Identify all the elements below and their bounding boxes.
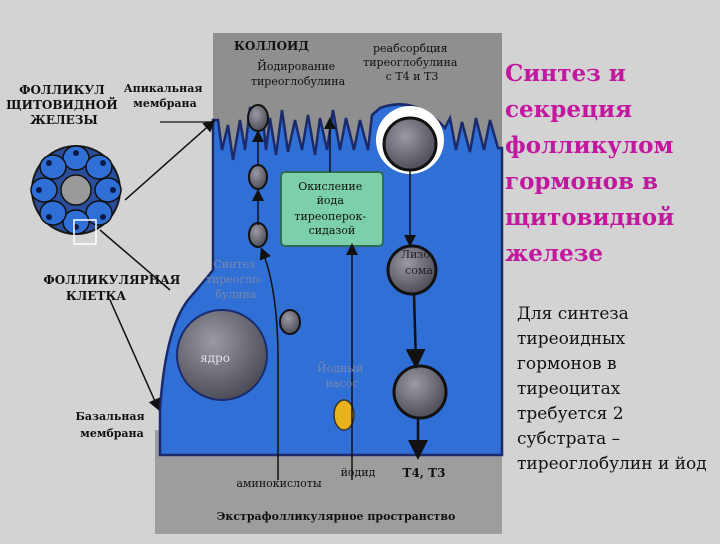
label-follicular-cell: ФОЛЛИКУЛЯРНАЯ КЛЕТКА: [43, 273, 184, 303]
pointer-cell: [99, 229, 171, 291]
follicle-rosette: [30, 145, 122, 245]
vesicle: [279, 309, 301, 335]
iodide-pump: [333, 399, 355, 431]
nucleus: [176, 309, 268, 401]
reabsorption-vesicle: [382, 116, 438, 172]
oxidation-box: [280, 171, 384, 247]
label-oxidation: Окисление йода тиреоперок- сидазой: [294, 180, 369, 237]
vesicle: [248, 164, 268, 190]
label-iodide-pump: Йодный насос: [317, 361, 367, 390]
label-extrafollicular: Экстрафолликулярное пространство: [217, 510, 456, 523]
label-hormones: Т4, Т3: [403, 466, 446, 480]
label-amino-acids: аминокислоты: [236, 477, 321, 490]
label-lysosome: Лизо- сома: [401, 248, 437, 277]
secretion-vesicle: [392, 364, 448, 420]
vesicle: [247, 104, 269, 132]
label-basal: Базальная мембрана: [75, 410, 148, 440]
label-apical: Апикальная мембрана: [124, 82, 207, 110]
label-follicle: ФОЛЛИКУЛ ЩИТОВИДНОЙ ЖЕЛЕЗЫ: [6, 83, 122, 127]
label-synthesis: Синтез тиреогло- булина: [206, 258, 266, 301]
label-nucleus: ядро: [200, 351, 230, 365]
label-iodide: йодид: [341, 466, 376, 479]
pointer-basal: [109, 299, 160, 411]
label-colloid: КОЛЛОИД: [234, 39, 309, 53]
slide-description: Для синтеза тиреоидных гормонов в тиреоц…: [517, 304, 707, 474]
label-reabsorption: реабсорбция тиреоглобулина с Т4 и Т3: [363, 42, 461, 83]
slide-title: Синтез и секреция фолликулом гормонов в …: [505, 60, 675, 267]
arrow-aminoacids: [259, 247, 279, 480]
arrow-follicle: [124, 120, 216, 201]
vesicle: [248, 222, 268, 248]
arrow-lysosome-down: [405, 293, 426, 369]
label-iodination: Йодирование тиреоглобулина: [251, 59, 346, 88]
